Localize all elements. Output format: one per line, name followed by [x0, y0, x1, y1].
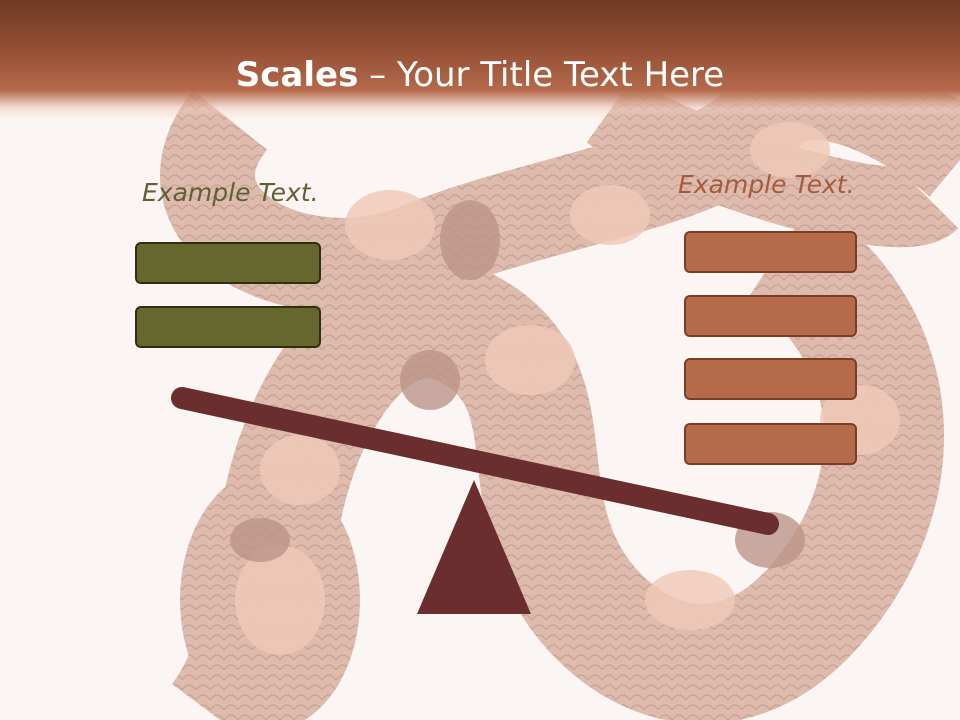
left-example-text: Example Text.	[142, 178, 319, 207]
slide-title: Scales – Your Title Text Here	[0, 52, 960, 98]
title-bold: Scales	[235, 55, 359, 95]
title-bar: Scales – Your Title Text Here	[0, 0, 960, 120]
right-box-4	[684, 423, 857, 465]
right-box-1	[684, 231, 857, 273]
left-box-1	[135, 242, 321, 284]
scale-beam	[171, 387, 779, 535]
left-box-2	[135, 306, 321, 348]
title-rest: – Your Title Text Here	[358, 55, 725, 95]
right-box-3	[684, 358, 857, 400]
right-example-text: Example Text.	[678, 170, 855, 199]
right-box-2	[684, 295, 857, 337]
scale-fulcrum	[417, 480, 531, 614]
